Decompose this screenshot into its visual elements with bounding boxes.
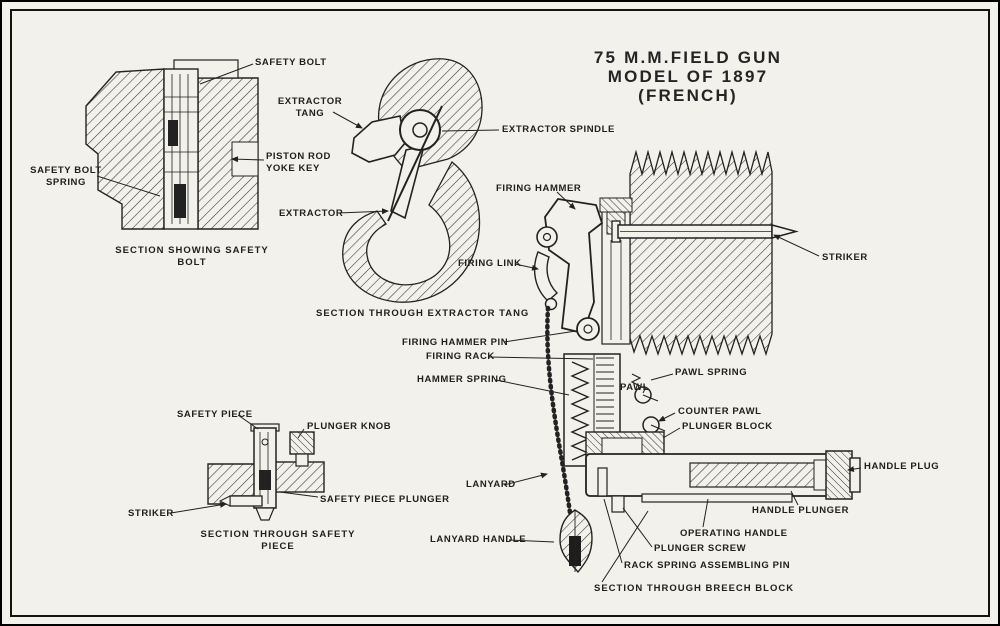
label-safety-bolt-spring: SAFETY BOLT SPRING xyxy=(30,165,102,188)
label-pawl-spring: PAWL SPRING xyxy=(675,367,748,378)
label-plunger-screw: PLUNGER SCREW xyxy=(654,543,747,554)
label-extractor-spindle: EXTRACTOR SPINDLE xyxy=(502,124,615,135)
label-operating-handle: OPERATING HANDLE xyxy=(680,528,788,539)
label-lanyard: LANYARD xyxy=(466,479,516,490)
caption-section-safety-piece: SECTION THROUGH SAFETY PIECE xyxy=(200,529,356,552)
operating-handle-drawing xyxy=(585,431,861,513)
firing-hammer-drawing xyxy=(533,198,604,341)
title-line-2: MODEL OF 1897 xyxy=(607,67,769,86)
lanyard-drawing xyxy=(545,305,574,523)
label-firing-rack: FIRING RACK xyxy=(426,351,495,362)
extractor-spindle-hole xyxy=(399,109,441,151)
breech-block-section-drawing xyxy=(533,149,861,574)
caption-section-safety-bolt: SECTION SHOWING SAFETY BOLT xyxy=(115,245,269,268)
title-line-1: 75 M.M.FIELD GUN xyxy=(593,48,783,67)
label-striker-bottom: STRIKER xyxy=(128,508,174,519)
label-hammer-spring: HAMMER SPRING xyxy=(417,374,507,385)
label-safety-piece: SAFETY PIECE xyxy=(177,409,253,420)
label-handle-plug: HANDLE PLUG xyxy=(864,461,940,472)
label-handle-plunger: HANDLE PLUNGER xyxy=(752,505,850,516)
caption-section-breech-block: SECTION THROUGH BREECH BLOCK xyxy=(594,583,795,594)
title-block: 75 M.M.FIELD GUN MODEL OF 1897 (FRENCH) xyxy=(560,48,816,105)
label-piston-rod-yoke-key: PISTON ROD YOKE KEY xyxy=(266,151,331,174)
lanyard-handle-drawing xyxy=(559,509,593,574)
safety-bolt-section-drawing xyxy=(85,59,259,230)
label-firing-hammer-pin: FIRING HAMMER PIN xyxy=(402,337,509,348)
label-extractor-tang: EXTRACTOR TANG xyxy=(277,96,343,119)
label-counter-pawl: COUNTER PAWL xyxy=(678,406,762,417)
label-plunger-block: PLUNGER BLOCK xyxy=(682,421,773,432)
label-firing-hammer: FIRING HAMMER xyxy=(496,183,582,194)
extractor-section-drawing xyxy=(342,58,483,303)
label-safety-bolt: SAFETY BOLT xyxy=(255,57,327,68)
label-pawl: PAWL xyxy=(620,382,650,393)
label-rack-spring-assembling-pin: RACK SPRING ASSEMBLING PIN xyxy=(624,560,791,571)
label-lanyard-handle: LANYARD HANDLE xyxy=(430,534,527,545)
label-firing-link: FIRING LINK xyxy=(458,258,522,269)
striker-drawing xyxy=(611,220,799,243)
leader-lines xyxy=(96,63,862,583)
title-line-3: (FRENCH) xyxy=(638,86,738,105)
label-safety-piece-plunger: SAFETY PIECE PLUNGER xyxy=(320,494,450,505)
label-plunger-knob: PLUNGER KNOB xyxy=(307,421,392,432)
caption-section-extractor-tang: SECTION THROUGH EXTRACTOR TANG xyxy=(316,308,530,319)
safety-piece-section-drawing xyxy=(207,423,325,521)
label-extractor: EXTRACTOR xyxy=(279,208,344,219)
label-striker: STRIKER xyxy=(822,252,868,263)
